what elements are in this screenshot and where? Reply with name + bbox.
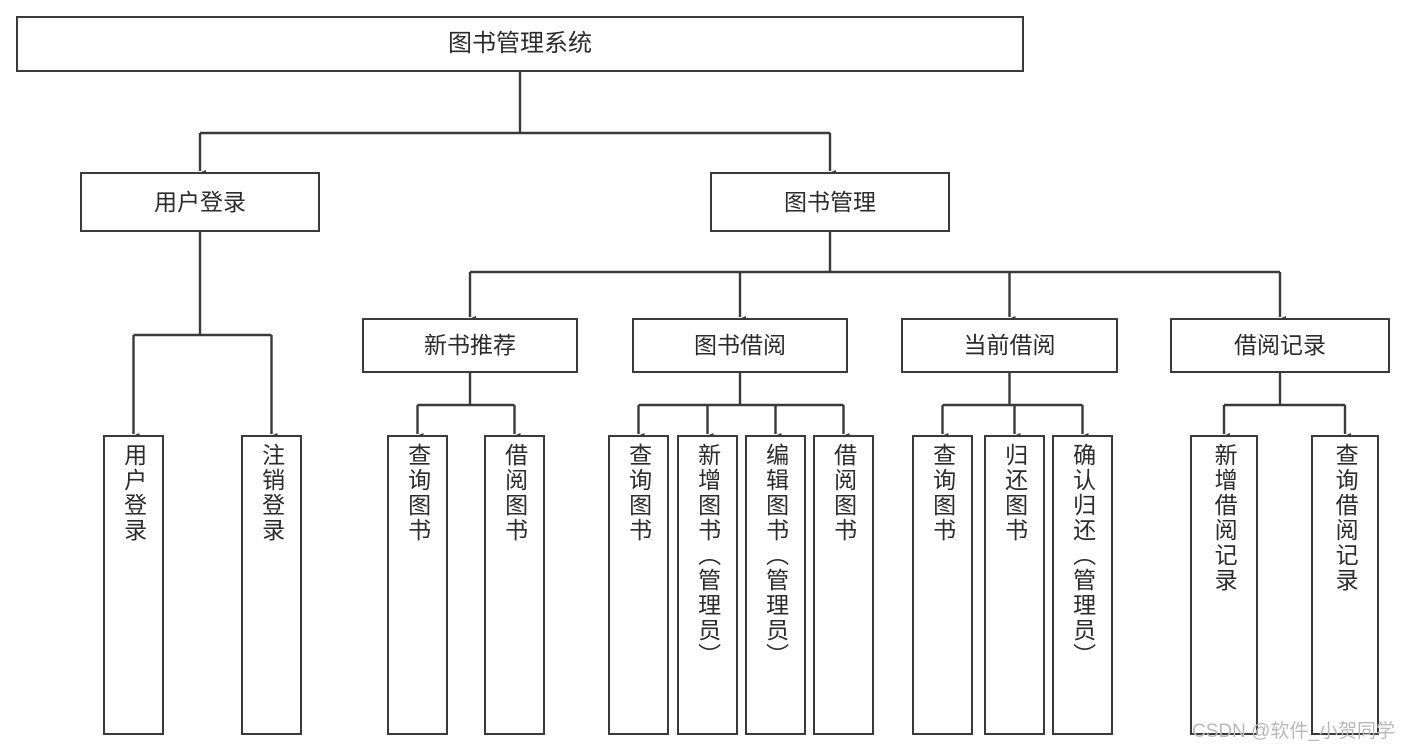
node-leaf-login-1[interactable]: 用户登录 — [103, 435, 164, 735]
node-leaf-new-1[interactable]: 查询图书 — [387, 435, 448, 735]
node-leaf-rec-2[interactable]: 查询借阅记录 — [1311, 435, 1379, 735]
node-login[interactable]: 用户登录 — [80, 172, 320, 232]
node-label: 查询借阅记录 — [1332, 443, 1359, 593]
node-label: 新增图书（管理员） — [694, 443, 721, 668]
node-label: 借阅图书 — [501, 443, 528, 543]
node-label: 图书管理系统 — [448, 30, 592, 58]
node-borrow[interactable]: 图书借阅 — [632, 318, 848, 373]
node-label: 借阅图书 — [830, 443, 857, 543]
node-root[interactable]: 图书管理系统 — [16, 16, 1024, 72]
node-leaf-cur-3[interactable]: 确认归还（管理员） — [1052, 435, 1113, 735]
node-bookmgmt[interactable]: 图书管理 — [710, 172, 950, 232]
node-label: 查询图书 — [929, 443, 956, 543]
node-leaf-borrow-2[interactable]: 新增图书（管理员） — [677, 435, 738, 735]
node-label: 新增借阅记录 — [1211, 443, 1238, 593]
csdn-watermark: CSDN @软件_小贺同学 — [1192, 721, 1395, 742]
node-leaf-cur-2[interactable]: 归还图书 — [984, 435, 1045, 735]
node-leaf-new-2[interactable]: 借阅图书 — [484, 435, 545, 735]
node-label: 新书推荐 — [424, 332, 516, 359]
node-label: 编辑图书（管理员） — [762, 443, 789, 668]
node-label: 查询图书 — [625, 443, 652, 543]
node-leaf-borrow-4[interactable]: 借阅图书 — [813, 435, 874, 735]
node-current[interactable]: 当前借阅 — [901, 318, 1118, 373]
node-label: 图书借阅 — [694, 332, 786, 359]
node-label: 用户登录 — [154, 188, 246, 215]
node-label: 确认归还（管理员） — [1069, 443, 1096, 668]
node-label: 当前借阅 — [963, 332, 1056, 359]
node-label: 用户登录 — [120, 443, 147, 543]
node-records[interactable]: 借阅记录 — [1170, 318, 1390, 373]
node-leaf-cur-1[interactable]: 查询图书 — [912, 435, 973, 735]
node-label: 查询图书 — [404, 443, 431, 543]
node-label: 注销登录 — [258, 443, 285, 543]
node-leaf-login-2[interactable]: 注销登录 — [241, 435, 302, 735]
node-label: 归还图书 — [1001, 443, 1028, 543]
node-leaf-rec-1[interactable]: 新增借阅记录 — [1190, 435, 1258, 735]
node-label: 图书管理 — [784, 188, 876, 215]
node-leaf-borrow-1[interactable]: 查询图书 — [608, 435, 669, 735]
node-label: 借阅记录 — [1234, 332, 1326, 359]
node-leaf-borrow-3[interactable]: 编辑图书（管理员） — [745, 435, 806, 735]
node-newbook[interactable]: 新书推荐 — [362, 318, 578, 373]
